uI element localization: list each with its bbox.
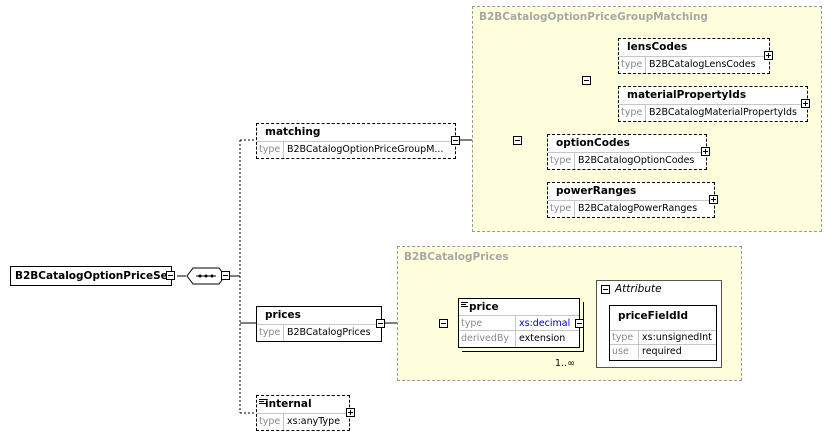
element-type-row: type xs:anyType — [257, 413, 349, 430]
attribute-use-row: use required — [610, 344, 716, 359]
collapse-minus-icon[interactable] — [166, 271, 175, 280]
root-element[interactable]: B2BCatalogOptionPriceSet — [10, 266, 173, 286]
attribute-name: priceFieldId — [618, 310, 689, 322]
type-value: B2BCatalogMaterialPropertyIds — [649, 107, 797, 118]
type-key: type — [259, 144, 281, 155]
collapse-minus-icon[interactable] — [582, 76, 591, 85]
type-value: B2BCatalogPowerRanges — [578, 203, 698, 214]
documentation-icon — [461, 302, 468, 307]
expand-plus-icon[interactable] — [801, 99, 810, 108]
element-prices[interactable]: prices type B2BCatalogPrices — [256, 306, 382, 342]
attribute-card: Attribute priceFieldId type xs:unsignedI… — [596, 280, 722, 368]
element-type-row: type B2BCatalogPowerRanges — [548, 200, 714, 217]
element-name: internal — [265, 398, 312, 410]
group-title: B2BCatalogPrices — [404, 251, 509, 263]
element-name: materialPropertyIds — [627, 89, 747, 101]
sequence-compositor-icon[interactable] — [186, 267, 226, 285]
type-key: type — [259, 327, 281, 338]
derived-key: derivedBy — [461, 333, 510, 344]
collapse-minus-icon[interactable] — [451, 136, 460, 145]
type-value: B2BCatalogLensCodes — [649, 59, 756, 70]
element-type-row: type xs:decimal — [459, 315, 579, 331]
occurrence-label: 1..∞ — [555, 358, 575, 369]
expand-plus-icon[interactable] — [701, 147, 710, 156]
type-key: type — [621, 59, 643, 70]
type-value: B2BCatalogPrices — [287, 327, 371, 338]
element-type-row: type B2BCatalogOptionCodes — [548, 152, 706, 169]
type-key: type — [550, 155, 572, 166]
type-value: xs:unsignedInt — [642, 332, 712, 343]
collapse-minus-icon[interactable] — [601, 285, 610, 294]
element-name: prices — [265, 309, 301, 321]
expand-plus-icon[interactable] — [764, 51, 773, 60]
attribute-price-field-id[interactable]: priceFieldId type xs:unsignedInt use req… — [609, 305, 717, 361]
type-key: type — [621, 107, 643, 118]
type-value: B2BCatalogOptionCodes — [578, 155, 695, 166]
type-key: type — [461, 318, 483, 329]
element-derived-row: derivedBy extension — [459, 330, 579, 347]
element-type-row: type B2BCatalogLensCodes — [619, 56, 769, 73]
element-material-property-ids[interactable]: materialPropertyIds type B2BCatalogMater… — [618, 86, 808, 122]
use-key: use — [612, 346, 629, 357]
element-matching[interactable]: matching type B2BCatalogOptionPriceGroup… — [256, 123, 456, 159]
type-key: type — [259, 416, 281, 427]
attribute-card-title: Attribute — [615, 283, 662, 295]
collapse-minus-icon[interactable] — [376, 319, 385, 328]
expand-plus-icon[interactable] — [709, 195, 718, 204]
type-value: xs:decimal — [519, 318, 571, 329]
element-type-row: type B2BCatalogOptionPriceGroupM... — [257, 141, 455, 158]
type-key: type — [612, 332, 634, 343]
group-title: B2BCatalogOptionPriceGroupMatching — [479, 11, 708, 23]
element-name: matching — [265, 126, 321, 138]
element-type-row: type B2BCatalogPrices — [257, 324, 381, 341]
derived-value: extension — [519, 333, 566, 344]
element-power-ranges[interactable]: powerRanges type B2BCatalogPowerRanges — [547, 182, 715, 218]
collapse-minus-icon[interactable] — [575, 319, 584, 328]
element-name: price — [469, 301, 499, 313]
collapse-minus-icon[interactable] — [513, 136, 522, 145]
root-element-name: B2BCatalogOptionPriceSet — [15, 270, 173, 282]
type-value: B2BCatalogOptionPriceGroupM... — [287, 144, 444, 155]
collapse-minus-icon[interactable] — [221, 271, 230, 280]
use-value: required — [642, 346, 682, 357]
element-internal[interactable]: internal type xs:anyType — [256, 395, 350, 431]
element-lens-codes[interactable]: lensCodes type B2BCatalogLensCodes — [618, 38, 770, 74]
element-option-codes[interactable]: optionCodes type B2BCatalogOptionCodes — [547, 134, 707, 170]
type-value: xs:anyType — [287, 416, 341, 427]
type-key: type — [550, 203, 572, 214]
element-price[interactable]: price type xs:decimal derivedBy extensio… — [458, 298, 580, 348]
attribute-type-row: type xs:unsignedInt — [610, 330, 716, 345]
element-type-row: type B2BCatalogMaterialPropertyIds — [619, 104, 807, 121]
collapse-minus-icon[interactable] — [439, 319, 448, 328]
documentation-icon — [259, 399, 266, 404]
element-name: lensCodes — [627, 41, 688, 53]
element-name: optionCodes — [556, 137, 630, 149]
expand-plus-icon[interactable] — [346, 408, 355, 417]
element-name: powerRanges — [556, 185, 637, 197]
